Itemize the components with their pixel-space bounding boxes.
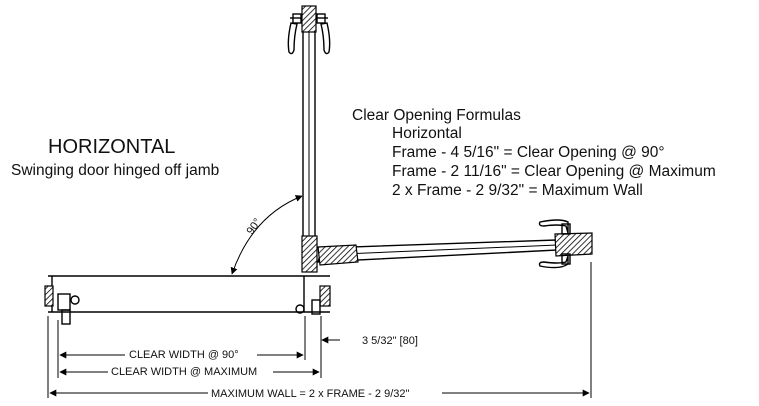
swing-arc-90 [230,195,303,275]
heading-title: HORIZONTAL [48,136,175,158]
door-leaf-open-90 [287,5,331,239]
heading-subtitle: Swinging door hinged off jamb [11,162,219,179]
formulas-title: Clear Opening Formulas [352,107,521,124]
door-leaf-open-maximum [317,219,593,269]
formula-line: 2 x Frame - 2 9/32" = Maximum Wall [392,182,643,199]
extension-lines [47,262,592,398]
door-frame-closed [44,275,331,325]
angle-label: 90° [244,216,263,237]
formula-line: Frame - 2 11/16" = Clear Opening @ Maxim… [392,163,716,180]
max-wall-dim-label: MAXIMUM WALL = 2 x FRAME - 2 9/32" [211,388,409,400]
offset-dim-label: 3 5/32" [80] [362,335,418,347]
clear-max-dim-label: CLEAR WIDTH @ MAXIMUM [111,366,257,378]
formulas-section: Horizontal [392,125,462,142]
formula-line: Frame - 4 5/16" = Clear Opening @ 90° [392,144,665,161]
clear-90-dim-label: CLEAR WIDTH @ 90° [129,349,239,361]
jamb-hinge-block [301,235,318,273]
